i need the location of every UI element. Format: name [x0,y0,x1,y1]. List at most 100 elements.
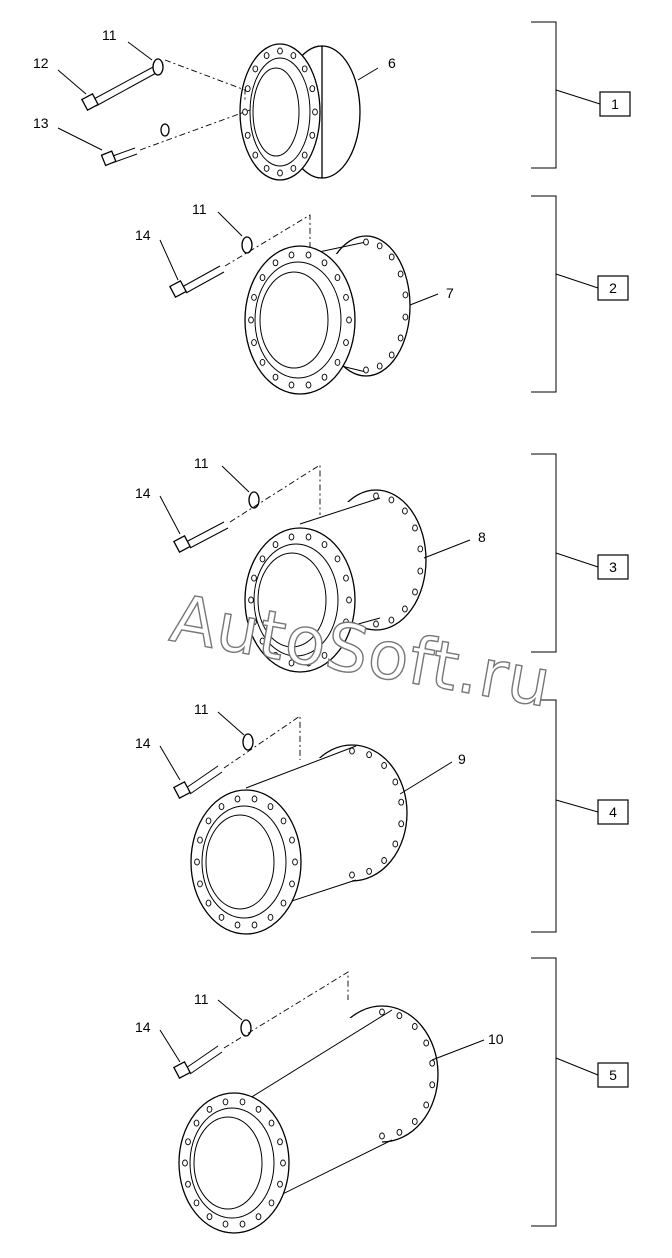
svg-text:11: 11 [192,201,207,217]
bolt-hole [288,381,295,389]
bolt-hole [267,803,274,811]
bolt-hole [305,659,312,667]
bolt-hole [402,605,408,613]
bolt-hole [366,867,372,875]
bracket-1 [531,21,601,169]
bolt-hole [346,316,352,324]
bolt-hole [376,242,383,250]
bolt-hole [379,1008,385,1016]
svg-text:9: 9 [458,751,466,767]
bolt-hole [321,651,328,659]
callout-7: 7 [409,285,454,306]
bolt-hole [301,151,308,159]
part-7-wheel-hub[interactable] [244,235,411,395]
bolt-hole [248,316,254,324]
bolt-hole [239,1098,246,1106]
bolt-13[interactable] [100,147,138,167]
assembly-box-3-label: 3 [609,559,617,575]
bolt-hole [259,637,266,645]
bracket-4 [531,699,599,933]
bolt-hole [343,293,349,301]
bolt-hole [185,1138,191,1146]
washer-11[interactable] [242,733,254,751]
bolt-hole [267,913,274,921]
washer-11[interactable] [241,236,253,254]
part-9-wheel-hub[interactable] [190,744,408,935]
washer-11[interactable] [248,491,260,509]
callout-10: 10 [431,1031,504,1061]
bolt-hole [305,381,312,389]
bolt-hole [417,545,424,553]
part-8-wheel-hub[interactable] [244,489,427,673]
bolt-hole [259,358,266,366]
bolt-hole [288,251,295,259]
assembly-box-4[interactable]: 4 [597,799,629,825]
bolt-hole [423,1039,430,1047]
bolt-hole [251,574,257,582]
bolt-hole [251,618,257,626]
part-6-wheel-hub[interactable] [239,43,361,181]
bolt-hole [363,238,369,246]
group-2: 2 7 11 14 [135,195,629,395]
callout-14: 14 [135,485,181,535]
bolt-hole [251,795,258,803]
bolt-hole [197,836,203,844]
bolt-14[interactable] [173,765,223,799]
bolt-hole [268,1199,275,1207]
bolt-hole [398,798,405,806]
assembly-box-2-label: 2 [609,280,617,296]
bolt-hole [251,921,258,929]
assembly-box-5-label: 5 [609,1067,617,1083]
bolt-hole [411,1023,418,1030]
bolt-14[interactable] [169,265,225,298]
callout-12: 12 [33,55,87,95]
assembly-box-5[interactable]: 5 [597,1062,629,1088]
svg-text:7: 7 [446,285,454,301]
bolt-hole [309,131,316,139]
bolt-hole [334,637,341,645]
bolt-hole [396,1128,403,1136]
callout-14: 14 [135,227,179,281]
group-1: 1 6 11 [33,21,631,181]
bolt-hole [255,1105,262,1113]
bolt-hole [242,108,248,116]
svg-text:10: 10 [488,1031,504,1047]
washer-11[interactable] [152,58,170,137]
bolt-14[interactable] [173,1045,223,1079]
bolt-hole [277,169,283,177]
bolt-12[interactable] [81,65,159,111]
bolt-hole [402,313,409,321]
bolt-hole [277,47,283,55]
bolt-hole [373,492,379,500]
callout-11: 11 [194,455,250,493]
assembly-box-3[interactable]: 3 [597,554,629,580]
bolt-hole [402,291,409,299]
bolt-hole [292,858,298,866]
assembly-box-1[interactable]: 1 [599,91,631,117]
part-10-wheel-hub[interactable] [178,1005,439,1234]
bolt-hole [305,533,312,541]
callout-14: 14 [135,735,181,781]
bolt-hole [251,339,257,347]
assembly-box-2[interactable]: 2 [597,275,629,301]
bolt-hole [280,899,287,907]
bolt-hole [381,762,387,769]
bolt-hole [343,574,349,582]
svg-text:6: 6 [388,55,396,71]
bolt-hole [205,817,212,825]
bolt-hole [397,334,404,342]
bolt-hole [366,751,372,759]
bolt-hole [321,373,328,381]
bolt-hole [388,496,395,504]
svg-text:14: 14 [135,485,151,501]
bolt-hole [412,524,418,532]
bolt-hole [388,253,395,261]
bolt-hole [290,52,297,60]
bracket-3 [531,453,599,653]
bolt-14[interactable] [173,521,229,553]
svg-text:11: 11 [194,455,209,471]
bolt-hole [309,85,316,93]
svg-text:13: 13 [33,115,49,131]
washer-11[interactable] [240,1019,252,1037]
